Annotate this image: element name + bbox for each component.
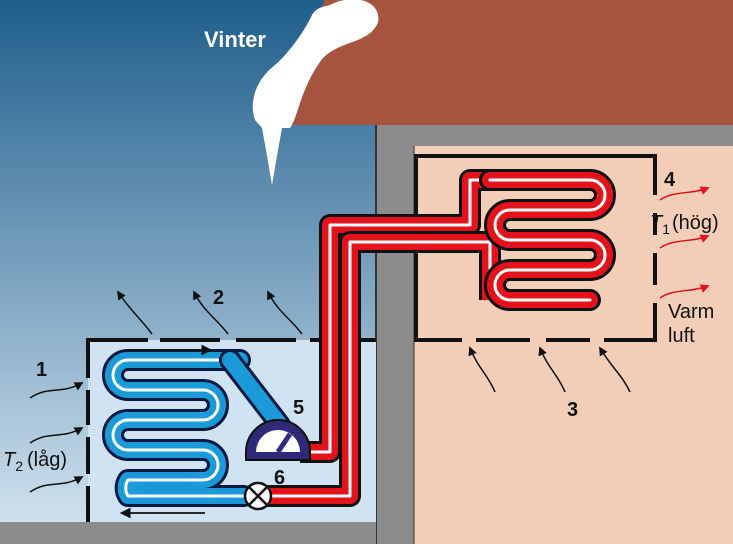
t2-label: T2(låg) xyxy=(3,449,67,474)
exhaust-air-arrows xyxy=(117,290,303,335)
roof xyxy=(265,0,733,125)
label-1: 1 xyxy=(36,359,47,381)
hot-pipes xyxy=(258,169,501,507)
warm-air-line1: Varm xyxy=(668,301,714,323)
snow-on-roof xyxy=(252,0,379,185)
warm-air-line2: luft xyxy=(668,325,695,347)
condenser-coil xyxy=(479,169,616,311)
label-2: 2 xyxy=(213,287,224,309)
evaporator-coil xyxy=(102,349,291,507)
indoor-intake-arrows xyxy=(468,346,631,393)
label-3: 3 xyxy=(567,399,578,421)
season-title: Vinter xyxy=(204,27,266,52)
label-5: 5 xyxy=(293,397,304,419)
compressor xyxy=(245,419,311,461)
label-6: 6 xyxy=(274,467,285,489)
cold-air-intake-arrows xyxy=(29,382,84,493)
t1-label: T1(hög) xyxy=(650,212,719,237)
label-4: 4 xyxy=(664,169,676,191)
indoor-unit-border xyxy=(414,154,657,342)
warm-air-arrows xyxy=(659,186,710,299)
ground xyxy=(0,522,376,544)
expansion-valve xyxy=(243,481,273,511)
